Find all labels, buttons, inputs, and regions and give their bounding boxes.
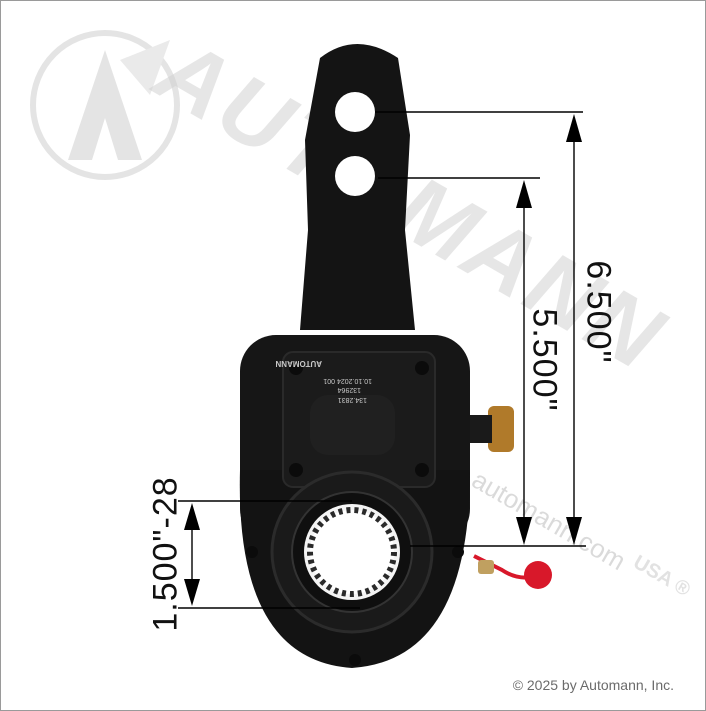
stamp-brand: AUTOMANN xyxy=(275,359,322,368)
dimension-lines xyxy=(178,111,586,609)
grease-fitting xyxy=(478,560,494,574)
dimension-overall-label: 6.500" xyxy=(579,260,618,364)
stamp-date: 10.10.2024 001 xyxy=(323,377,372,384)
mount-hole-lower xyxy=(335,156,375,196)
adjuster-nut xyxy=(488,406,514,452)
plate-bolt xyxy=(289,361,303,375)
stamp-part-number: 134.2831 xyxy=(337,396,367,403)
slack-adjuster-part xyxy=(239,44,552,668)
adjuster-stem xyxy=(470,415,492,443)
copyright-notice: © 2025 by Automann, Inc. xyxy=(512,677,674,693)
svg-text:automann.com: automann.com xyxy=(467,464,631,576)
dimension-mid-label: 5.500" xyxy=(525,308,564,412)
stamp-code: 132964 xyxy=(337,386,361,393)
plate-bolt xyxy=(289,463,303,477)
housing-bolt xyxy=(452,546,464,558)
spline-bore xyxy=(307,507,397,597)
watermark-website: automann.com xyxy=(467,464,631,576)
watermark-suffix: USA ® xyxy=(630,551,695,601)
plate-bolt xyxy=(415,361,429,375)
housing-bolt xyxy=(246,546,258,558)
svg-text:USA ®: USA ® xyxy=(630,551,695,601)
dimension-spline-label: 1.500"-28 xyxy=(146,476,185,632)
plate-bolt xyxy=(415,463,429,477)
grease-fitting-cap xyxy=(524,561,552,589)
watermark-logo xyxy=(30,30,180,180)
housing-bolt xyxy=(349,654,361,666)
mount-hole-upper xyxy=(335,92,375,132)
worm-boss xyxy=(310,395,395,455)
